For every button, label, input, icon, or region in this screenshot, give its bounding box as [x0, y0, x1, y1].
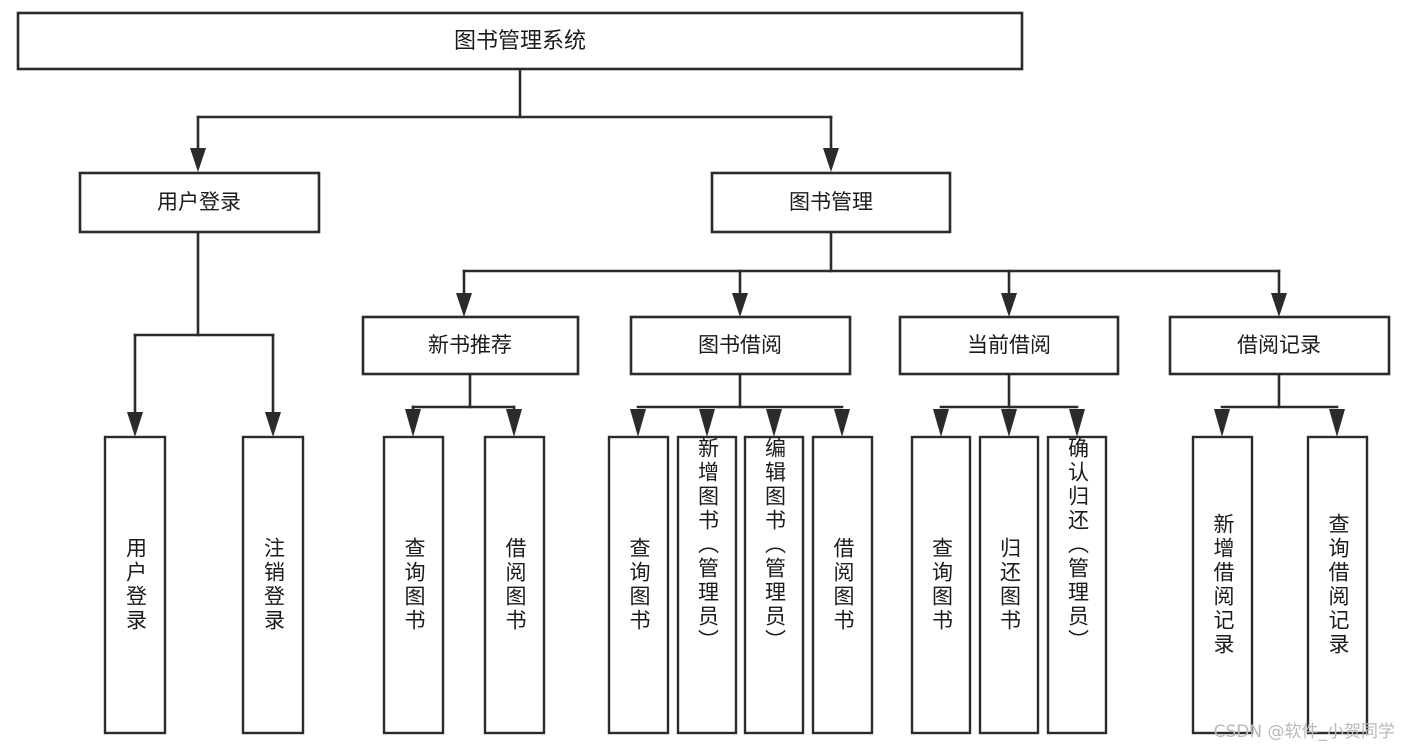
arrow-head-bookborrow-leaf2	[699, 409, 715, 437]
arrow-head-bookborrow-leaf3	[766, 409, 782, 437]
leaf-boxes	[103, 435, 1369, 735]
arrow-head-newbook-leaf1	[405, 409, 421, 437]
node-new-book-recommend-label: 新书推荐	[428, 333, 512, 357]
node-current-borrow-label: 当前借阅	[967, 333, 1051, 357]
arrow-head-borrow-record	[1271, 293, 1287, 317]
arrow-head-currentborrow-leaf1	[933, 409, 949, 437]
arrow-head-user-login	[190, 148, 206, 172]
arrow-head-userlogin-leaf2	[265, 412, 281, 437]
leaf-box-book-borrow-3[interactable]	[743, 435, 805, 735]
connector-currentborrow-to-leaves	[933, 372, 1085, 437]
leaf-box-borrow-record-1[interactable]	[1191, 435, 1254, 735]
leaf-box-book-borrow-2[interactable]	[676, 435, 738, 735]
node-new-book-recommend-box[interactable]	[361, 315, 580, 376]
node-root-label: 图书管理系统	[454, 29, 586, 54]
leaf-box-book-borrow-1[interactable]	[607, 435, 670, 735]
node-borrow-record-label: 借阅记录	[1237, 333, 1321, 357]
arrow-head-book-borrow	[732, 293, 748, 317]
node-current-borrow[interactable]: 当前借阅	[898, 315, 1120, 376]
leaf-box-borrow-record-2[interactable]	[1306, 435, 1369, 735]
node-new-book-recommend[interactable]: 新书推荐	[361, 315, 580, 376]
node-user-login[interactable]: 用户登录	[78, 171, 321, 234]
connector-bookborrow-to-leaves	[630, 372, 850, 437]
node-user-login-box[interactable]	[78, 171, 321, 234]
node-book-borrow-box[interactable]	[629, 315, 852, 376]
leaf-box-book-borrow-4[interactable]	[811, 435, 874, 735]
node-book-manage[interactable]: 图书管理	[710, 171, 952, 234]
leaf-box-current-borrow-3[interactable]	[1046, 435, 1108, 735]
node-current-borrow-box[interactable]	[898, 315, 1120, 376]
node-root[interactable]: 图书管理系统	[16, 11, 1024, 71]
arrow-head-currentborrow-leaf2	[1001, 409, 1017, 437]
connector-newbook-to-leaves	[405, 372, 522, 437]
leaf-box-current-borrow-2[interactable]	[978, 435, 1040, 735]
node-user-login-label: 用户登录	[157, 190, 241, 214]
node-borrow-record[interactable]: 借阅记录	[1168, 315, 1391, 376]
arrow-head-current-borrow	[1001, 293, 1017, 317]
connector-borrowrecord-to-leaves	[1214, 372, 1345, 437]
leaf-box-new-book-1[interactable]	[382, 435, 445, 735]
node-borrow-record-box[interactable]	[1168, 315, 1391, 376]
leaf-box-user-login-1[interactable]	[103, 435, 167, 735]
node-book-manage-box[interactable]	[710, 171, 952, 234]
connector-root-to-level1	[190, 67, 839, 172]
node-book-borrow[interactable]: 图书借阅	[629, 315, 852, 376]
connector-userlogin-to-leaves	[127, 230, 281, 437]
node-book-borrow-label: 图书借阅	[698, 333, 782, 357]
leaf-box-user-login-2[interactable]	[241, 435, 305, 735]
arrow-head-bookborrow-leaf4	[834, 409, 850, 437]
arrow-head-new-book	[456, 293, 472, 317]
node-root-box[interactable]	[16, 11, 1024, 71]
leaf-box-current-borrow-1[interactable]	[910, 435, 972, 735]
arrow-head-bookborrow-leaf1	[630, 409, 646, 437]
arrow-head-borrowrecord-leaf2	[1329, 409, 1345, 437]
arrow-head-book-manage	[823, 148, 839, 172]
connector-bookmanage-to-level2	[456, 230, 1287, 317]
arrow-head-currentborrow-leaf3	[1069, 409, 1085, 437]
leaf-box-new-book-2[interactable]	[483, 435, 546, 735]
arrow-head-borrowrecord-leaf1	[1214, 409, 1230, 437]
arrow-head-newbook-leaf2	[506, 409, 522, 437]
arrow-head-userlogin-leaf1	[127, 412, 143, 437]
node-book-manage-label: 图书管理	[789, 190, 873, 214]
